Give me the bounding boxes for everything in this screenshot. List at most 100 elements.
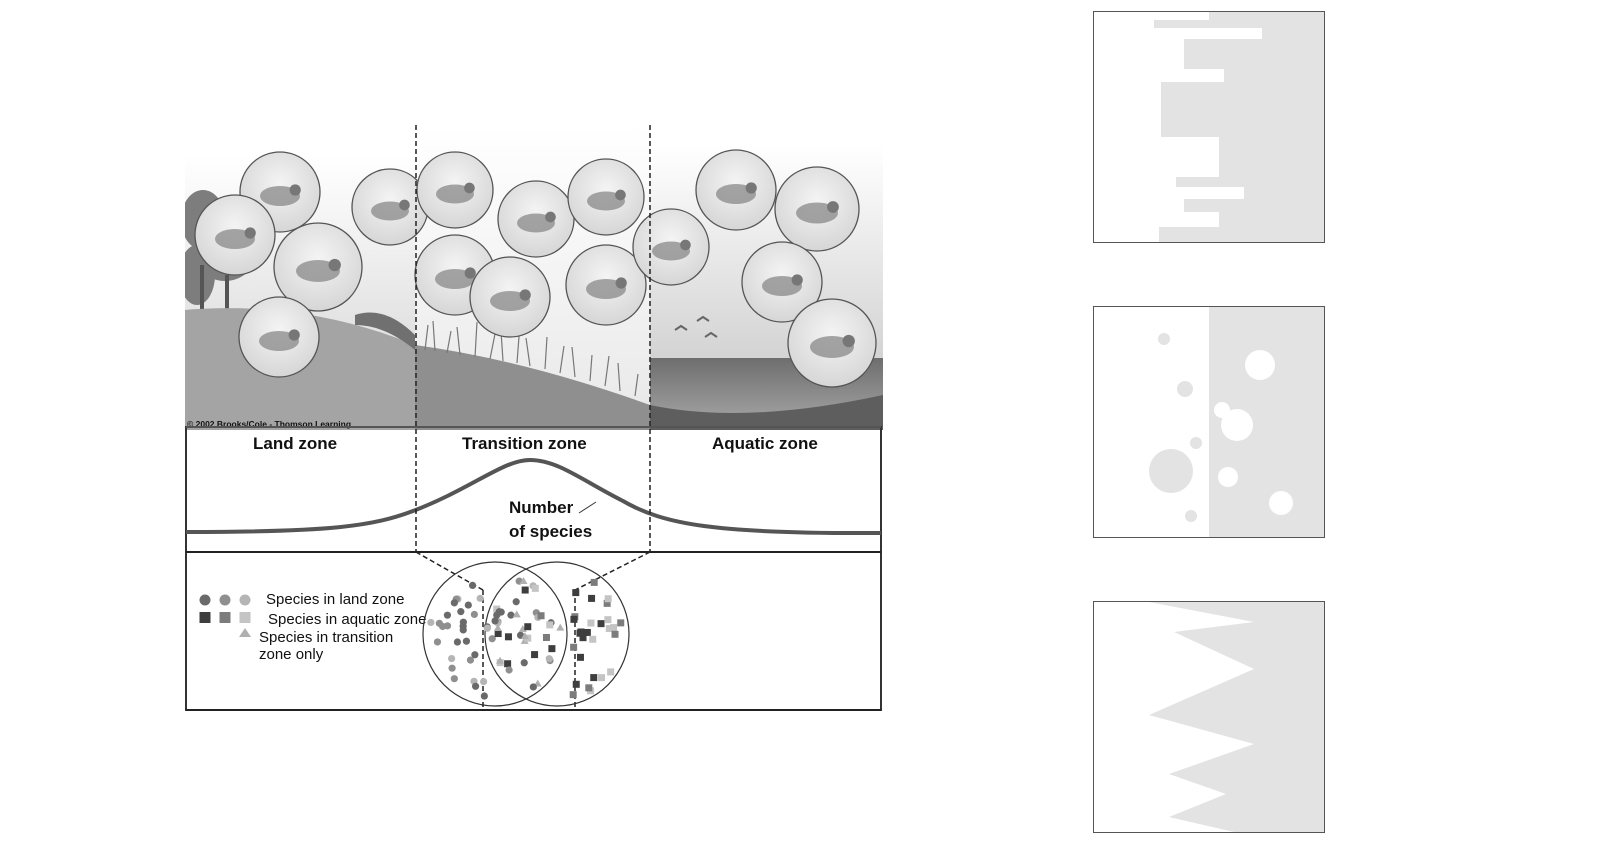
bubbles: [1149, 333, 1293, 522]
aquatic-species-square: [605, 625, 613, 633]
transition-species-triangle: [512, 610, 521, 618]
snake-icon: [238, 296, 320, 378]
land-species-dot: [462, 637, 471, 645]
bubble-white: [1269, 491, 1293, 515]
animal-circles: [194, 149, 877, 388]
bubble-gray: [1158, 333, 1170, 345]
transition-species-triangle: [493, 624, 502, 632]
aquatic-species-square: [583, 628, 591, 636]
land-species-dot: [545, 655, 553, 663]
aquatic-species-square: [598, 674, 606, 682]
venn-connector-right: [574, 551, 651, 591]
perch-icon: [774, 166, 860, 252]
aquatic-species-square: [494, 630, 502, 638]
aquatic-species-square: [579, 634, 587, 642]
aquatic-species-square: [493, 605, 501, 613]
land-species-dot: [505, 666, 513, 674]
land-species-dot: [435, 619, 443, 627]
land-species-dot: [448, 664, 456, 672]
aquatic-species-square: [572, 589, 580, 597]
legend-symbols: [199, 594, 251, 637]
snake-icon: [416, 151, 494, 229]
land-species-dot: [471, 651, 479, 659]
land-species-dot: [471, 682, 480, 690]
land-species-dot: [529, 683, 537, 691]
land-species-dot: [497, 608, 505, 616]
aquatic-species-square: [524, 623, 532, 631]
land-species-dot: [459, 626, 467, 634]
pattern-panel-zigzag: [1093, 601, 1325, 833]
land-species-dot: [480, 677, 488, 686]
zone-label-aquatic: Aquatic zone: [712, 434, 818, 453]
aquatic-species-square: [570, 643, 578, 651]
curve-label-leader: [578, 501, 597, 514]
legend-aquatic-square-light: [239, 612, 251, 623]
land-species-dot: [476, 594, 484, 602]
venn-circle-aquatic: [484, 561, 630, 707]
land-species-dot: [466, 656, 475, 664]
aquatic-species-square: [604, 616, 612, 624]
aquatic-species-square: [504, 633, 512, 641]
land-species-dot: [457, 608, 465, 616]
transition-species-triangle: [520, 632, 529, 640]
land-species-dot: [491, 617, 499, 625]
aquatic-species-square: [607, 668, 615, 676]
legend-transition-label-2: zone only: [259, 646, 324, 663]
legend-land-label: Species in land zone: [266, 591, 405, 608]
aquatic-species-square: [572, 680, 580, 688]
land-species-dot: [468, 581, 477, 590]
bubble-white: [1245, 350, 1275, 380]
frog-icon: [632, 208, 710, 286]
aquatic-species-square: [597, 620, 605, 628]
land-species-dot: [450, 599, 458, 607]
aquatic-species-square: [542, 633, 550, 641]
catfish-icon: [787, 298, 877, 388]
aquatic-species-square: [521, 586, 529, 594]
pattern-panel-bubbles: [1093, 306, 1325, 538]
aquatic-species-square: [590, 578, 598, 586]
bubble-gray: [1185, 510, 1197, 522]
land-species-dot: [512, 598, 520, 606]
aquatic-species-square: [611, 630, 619, 638]
curve-label-number: Number: [509, 498, 574, 517]
legend-land-dot-mid: [219, 594, 231, 606]
aquatic-species-square: [604, 595, 612, 603]
spider-icon: [567, 158, 645, 236]
zone-label-land: Land zone: [253, 434, 338, 453]
species-curve: [185, 457, 882, 536]
land-species-dot: [427, 618, 435, 627]
land-species-dot: [443, 622, 452, 630]
aquatic-species-square: [588, 594, 596, 602]
land-species-dot: [483, 624, 492, 632]
pattern-panel-stepped: [1093, 11, 1325, 243]
aquatic-species-square: [548, 645, 556, 653]
bubble-white: [1221, 409, 1253, 441]
duck-icon: [497, 180, 575, 258]
bubble-gray: [1149, 449, 1193, 493]
minnows-icon: [695, 149, 777, 231]
curve-label-of-species: of species: [509, 522, 593, 541]
flying-birds: [674, 315, 718, 338]
aquatic-species-square: [531, 651, 539, 659]
land-species-dot: [480, 692, 488, 700]
land-species-dot: [450, 675, 458, 683]
aquatic-species-square: [531, 584, 539, 592]
land-species-dot: [448, 654, 456, 663]
aquatic-species-square: [569, 691, 577, 699]
aquatic-species-square: [585, 684, 593, 692]
aquatic-species-square: [576, 653, 584, 661]
aquatic-species-square: [504, 660, 512, 668]
copyright-text: © 2002 Brooks/Cole - Thomson Learning: [187, 419, 352, 429]
legend-land-dot-light: [239, 594, 251, 606]
zigzag-edge-shape: [1149, 602, 1324, 832]
reeds: [424, 320, 639, 397]
land-species-dot: [470, 610, 478, 619]
zone-label-transition: Transition zone: [462, 434, 587, 453]
aquatic-species-square: [546, 621, 554, 629]
zigzag-graphic: [1149, 602, 1324, 832]
stepped-edge-graphic: [1154, 12, 1324, 242]
legend-aquatic-square-dark: [199, 612, 211, 623]
transition-species-triangle: [519, 577, 528, 585]
transition-species-triangle: [556, 623, 565, 631]
transition-slope: [415, 345, 650, 430]
